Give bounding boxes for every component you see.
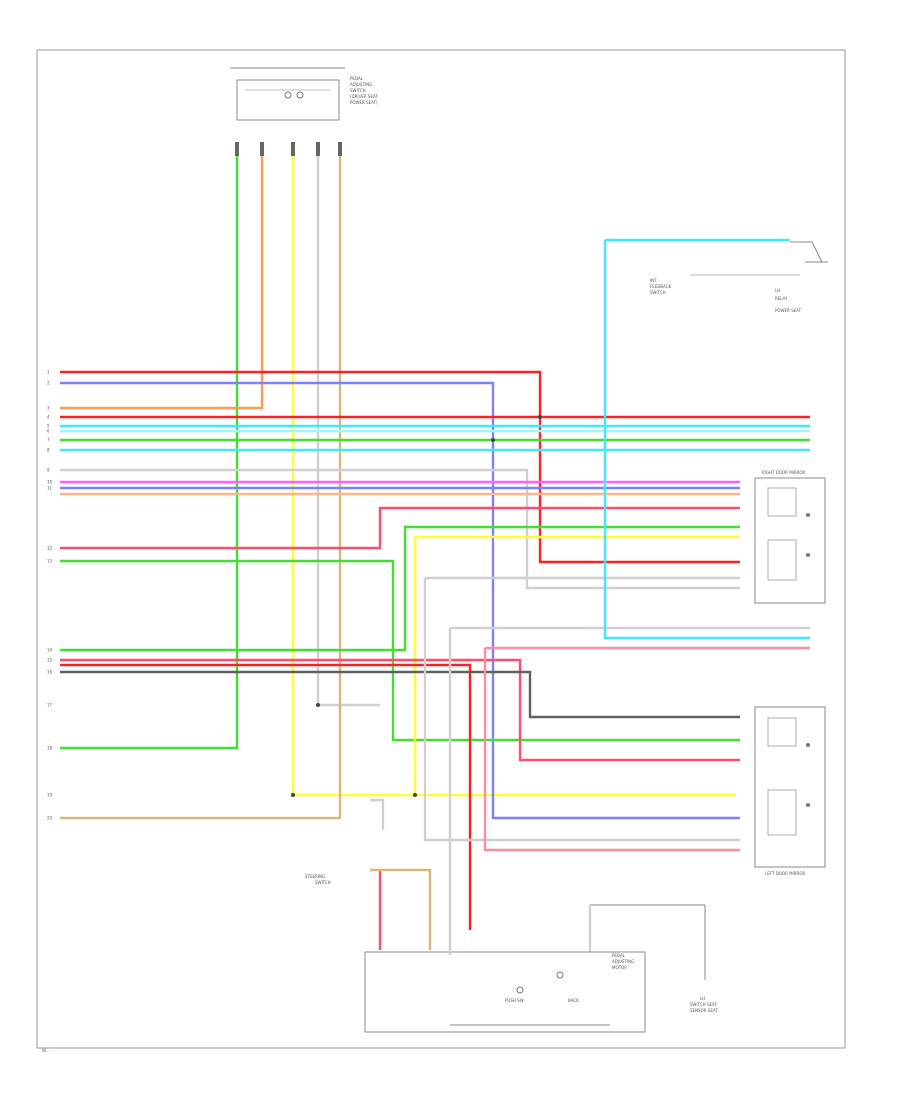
wire-lightgray-3	[316, 150, 380, 707]
pedal-switch: PEDAL ADJUSTING SWITCH (DRIVER SEAT POWE…	[230, 67, 378, 121]
wire-lightgray-33	[370, 798, 385, 830]
wire-red-5	[60, 370, 740, 564]
junction-dot-2	[316, 703, 320, 707]
junction-dot-0	[291, 793, 295, 797]
relay-caption-1: RELAY	[775, 296, 788, 301]
relay-caption-0: LH	[775, 288, 780, 293]
pedal-switch-caption-4: POWER SEAT)	[350, 100, 378, 105]
wire-tan-4	[60, 150, 342, 820]
wire-lightgray-24	[423, 578, 740, 842]
pedal-motor-caption-2: MOTOR	[612, 965, 627, 970]
relay-caption-2: POWER SEAT	[775, 308, 802, 313]
bottom-right-caption-2: SENSOR SEAT	[690, 1008, 718, 1013]
pin-number: 13	[47, 559, 53, 564]
pin-number: 16	[47, 670, 53, 675]
steering-caption-0: STEERING	[305, 874, 325, 879]
diagram-frame	[36, 49, 846, 1049]
left-door-mirror-label: LEFT DOOR MIRROR	[765, 871, 805, 876]
wire-gray-22	[60, 670, 740, 719]
pin-number: 20	[47, 816, 53, 821]
wire-lightgray-12	[60, 468, 740, 590]
left-door-mirror: LEFT DOOR MIRROR	[754, 706, 826, 876]
pedal-switch-caption-3: (DRIVER SEAT	[350, 94, 378, 99]
pin-number: 18	[47, 746, 53, 751]
pin-number: 8	[47, 448, 50, 453]
wire-green-18	[60, 525, 740, 652]
bottom-box-label-1: BACK	[568, 998, 579, 1003]
junction-dot-3	[538, 415, 542, 419]
right-door-mirror-label: RIGHT DOOR MIRROR	[762, 470, 806, 475]
pin-number: 9	[47, 468, 50, 473]
feedback-caption-1: FEEDBACK	[650, 284, 672, 289]
top-connector-pin-4	[338, 142, 342, 156]
pin-number: 6	[47, 429, 50, 434]
junction-dot-4	[491, 438, 495, 442]
pin-number: 14	[47, 648, 53, 653]
pin-number: 4	[47, 415, 50, 420]
wire-pink-16	[60, 506, 740, 550]
top-connector-pin-0	[235, 142, 239, 156]
feedback-caption-0: INT	[650, 278, 657, 283]
pedal-switch-caption-1: ADJUSTING	[350, 82, 372, 87]
wire-violet-6	[60, 381, 740, 820]
wire-yellow-19	[413, 535, 740, 795]
wire-group	[60, 142, 810, 955]
wire-pink-20	[60, 658, 740, 762]
wire-tan-32	[370, 868, 432, 950]
pedal-motor-caption-0: PEDAL	[612, 953, 626, 958]
bottom-box-label-0: PUSH SW	[505, 998, 524, 1003]
top-connector-pin-3	[316, 142, 320, 156]
pin-number: 5	[47, 424, 50, 429]
wire-yellow-2	[291, 150, 735, 797]
wire-lightpink-30	[483, 648, 740, 852]
pin-number: 15	[47, 658, 53, 663]
pin-number: 17	[47, 703, 53, 708]
bottom-right-caption-0: LH	[700, 996, 705, 1001]
pin-number: 19	[47, 793, 53, 798]
footer-code: W...	[42, 1048, 49, 1053]
wire-cyan-27	[603, 240, 810, 640]
pedal-motor-caption-1: ADJUSTING	[612, 959, 634, 964]
junction-dot-1	[413, 793, 417, 797]
pin-number: 12	[47, 546, 53, 551]
steering-caption-1: SWITCH	[315, 880, 331, 885]
top-connector-pin-2	[291, 142, 295, 156]
right-door-mirror: RIGHT DOOR MIRROR	[754, 470, 826, 604]
pedal-switch-caption-0: PEDAL	[350, 76, 364, 81]
wire-orange-1	[60, 150, 264, 410]
feedback-switch: INT FEEDBACK SWITCH LH RELAY POWER SEAT	[650, 241, 828, 313]
wire-red-21	[60, 663, 472, 930]
top-connector-pin-1	[260, 142, 264, 156]
pin-number: 10	[47, 480, 53, 485]
bottom-components: STEERING SWITCH PEDAL ADJUSTING MOTOR LH…	[42, 874, 718, 1053]
pin-number: 7	[47, 438, 50, 443]
pedal-switch-caption-2: SWITCH	[350, 88, 366, 93]
bottom-right-caption-1: SWITCH SEAT	[690, 1002, 717, 1007]
pin-number: 1	[47, 370, 50, 375]
wire-green-0	[60, 150, 239, 750]
pin-number: 3	[47, 406, 50, 411]
pin-number: 11	[47, 486, 53, 491]
feedback-caption-2: SWITCH	[650, 290, 666, 295]
pin-number: 2	[47, 381, 50, 386]
